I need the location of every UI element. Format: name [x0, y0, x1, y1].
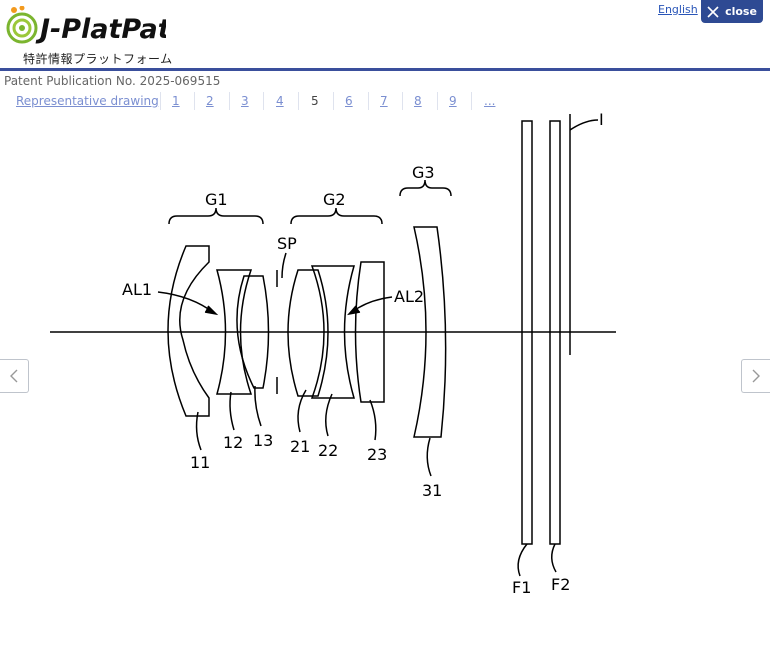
tab-7[interactable]: 7 [380, 94, 388, 108]
label-f2: F2 [551, 575, 570, 594]
tab-separator [437, 92, 438, 110]
tab-3[interactable]: 3 [241, 94, 249, 108]
tab-6[interactable]: 6 [345, 94, 353, 108]
al2-arrowhead [347, 305, 361, 316]
leader-31 [426, 437, 432, 477]
chevron-left-icon [10, 369, 18, 383]
leader-21 [297, 389, 307, 433]
tab-representative-drawing[interactable]: Representative drawing [16, 94, 159, 108]
english-link[interactable]: English [658, 3, 698, 16]
leader-f1 [517, 543, 528, 577]
label-image-plane: I [599, 110, 604, 129]
tab-2[interactable]: 2 [206, 94, 214, 108]
close-button-label: close [725, 5, 757, 18]
label-g1: G1 [205, 190, 228, 209]
label-g3: G3 [412, 163, 435, 182]
label-sp: SP [277, 234, 297, 253]
leader-23 [369, 399, 377, 441]
previous-drawing-button[interactable] [0, 359, 29, 393]
tab-separator [298, 92, 299, 110]
lens-21 [287, 269, 329, 397]
al1-arrow [157, 291, 215, 314]
al1-arrowhead [204, 305, 219, 316]
tab-separator [229, 92, 230, 110]
leader-12 [229, 391, 235, 431]
tab-separator [333, 92, 334, 110]
tab-5[interactable]: 5 [311, 94, 319, 108]
label-11: 11 [190, 453, 210, 472]
label-12: 12 [223, 433, 243, 452]
drawing-tabs: Representative drawing 1 2 3 4 5 6 7 8 9… [0, 92, 520, 110]
label-al2: AL2 [394, 287, 424, 306]
g3-bracket [399, 179, 452, 197]
tab-separator [160, 92, 161, 110]
next-drawing-button[interactable] [741, 359, 770, 393]
g1-bracket [168, 207, 264, 225]
tab-9[interactable]: 9 [449, 94, 457, 108]
chevron-right-icon [752, 369, 760, 383]
tab-1[interactable]: 1 [172, 94, 180, 108]
label-al1: AL1 [122, 280, 152, 299]
header-divider [0, 68, 770, 71]
leader-22 [325, 393, 333, 437]
g2-bracket [290, 207, 383, 225]
label-21: 21 [290, 437, 310, 456]
lens-13 [236, 275, 270, 389]
logo-mark-icon: J-PlatPat [6, 5, 172, 45]
label-f1: F1 [512, 578, 531, 597]
label-13: 13 [253, 431, 273, 450]
image-plane-leader [569, 119, 599, 131]
site-header: J-PlatPat 特許情報プラットフォーム English close [0, 0, 770, 71]
lens-22 [310, 265, 355, 399]
tab-separator [263, 92, 264, 110]
logo-subtitle: 特許情報プラットフォーム [23, 52, 173, 66]
leader-13 [254, 385, 262, 427]
tab-separator [402, 92, 403, 110]
logo-wordmark: J-PlatPat [35, 14, 166, 45]
patent-drawing: G1 G2 G3 SP AL1 AL2 I 11 12 13 21 22 23 … [50, 110, 616, 597]
label-g2: G2 [323, 190, 346, 209]
tab-separator [471, 92, 472, 110]
label-22: 22 [318, 441, 338, 460]
lens-23 [354, 261, 385, 403]
tab-separator [194, 92, 195, 110]
label-31: 31 [422, 481, 442, 500]
leader-11 [195, 411, 202, 451]
publication-number: Patent Publication No. 2025-069515 [4, 74, 221, 88]
tab-4[interactable]: 4 [276, 94, 284, 108]
close-button[interactable]: close [701, 0, 763, 23]
sp-leader [281, 252, 287, 279]
leader-f2 [551, 543, 557, 573]
label-23: 23 [367, 445, 387, 464]
close-x-icon [707, 5, 719, 18]
tab-more[interactable]: ... [484, 94, 496, 108]
lens-31 [413, 226, 447, 438]
lens-12 [216, 269, 253, 395]
lens-11 [167, 245, 210, 417]
tab-separator [368, 92, 369, 110]
jplatpat-logo[interactable]: J-PlatPat 特許情報プラットフォーム [6, 5, 172, 66]
tab-8[interactable]: 8 [414, 94, 422, 108]
